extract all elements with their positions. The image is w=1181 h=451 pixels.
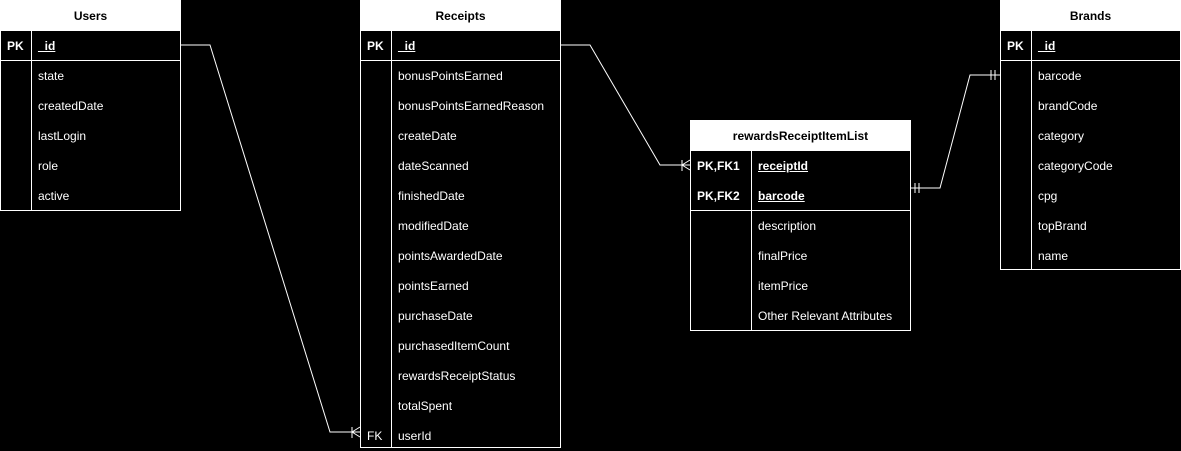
attribute: itemPrice bbox=[758, 279, 809, 293]
attribute: rewardsReceiptStatus bbox=[398, 369, 516, 383]
receipts-title: Receipts bbox=[361, 1, 560, 31]
attribute: userId bbox=[398, 429, 432, 443]
receipts-pk-row: PK _id bbox=[361, 31, 560, 61]
attribute: dateScanned bbox=[398, 159, 469, 173]
attribute: role bbox=[38, 159, 59, 173]
attribute: Other Relevant Attributes bbox=[758, 309, 893, 323]
attribute: category bbox=[1038, 129, 1085, 143]
rewards-title: rewardsReceiptItemList bbox=[691, 121, 910, 151]
users-title: Users bbox=[1, 1, 180, 31]
attribute: barcode bbox=[1038, 69, 1082, 83]
attribute: cpg bbox=[1038, 189, 1058, 203]
attribute: bonusPointsEarned bbox=[398, 69, 503, 83]
fk-label: FK bbox=[367, 429, 383, 443]
brands-pk-row: PK _id bbox=[1001, 31, 1180, 61]
attribute: active bbox=[38, 189, 70, 203]
attribute: finishedDate bbox=[398, 189, 465, 203]
attribute: pointsEarned bbox=[398, 279, 469, 293]
pk-fk2-label: PK,FK2 bbox=[697, 189, 740, 203]
barcode-field: barcode bbox=[758, 189, 805, 203]
receipts-entity[interactable]: Receipts PK _id bonusPointsEarned bonusP… bbox=[360, 0, 561, 448]
attribute: purchaseDate bbox=[398, 309, 473, 323]
attribute: state bbox=[38, 69, 65, 83]
attribute: finalPrice bbox=[758, 249, 808, 263]
users-pk-row: PK _id bbox=[1, 31, 180, 61]
users-receipts-relation bbox=[181, 44, 360, 433]
rewards-key-row-2: PK,FK2 barcode bbox=[691, 181, 910, 211]
brands-id-field: _id bbox=[1038, 39, 1056, 53]
brands-title: Brands bbox=[1001, 1, 1180, 31]
pk-label: PK bbox=[7, 39, 24, 53]
brands-rewards-relation bbox=[910, 74, 1000, 189]
attribute: modifiedDate bbox=[398, 219, 469, 233]
attribute: createDate bbox=[398, 129, 457, 143]
pk-fk1-label: PK,FK1 bbox=[697, 159, 740, 173]
users-entity[interactable]: Users PK _id state createdDate lastLogin… bbox=[0, 0, 181, 211]
brands-entity[interactable]: Brands PK _id barcode brandCode category… bbox=[1000, 0, 1181, 270]
attribute: bonusPointsEarnedReason bbox=[398, 99, 545, 113]
attribute: description bbox=[758, 219, 817, 233]
attribute: topBrand bbox=[1038, 219, 1087, 233]
attribute: brandCode bbox=[1038, 99, 1098, 113]
attribute: createdDate bbox=[38, 99, 104, 113]
receipts-rewards-relation bbox=[560, 44, 690, 166]
attribute: categoryCode bbox=[1038, 159, 1113, 173]
attribute: totalSpent bbox=[398, 399, 453, 413]
attribute: pointsAwardedDate bbox=[398, 249, 503, 263]
rewards-key-row-1: PK,FK1 receiptId bbox=[691, 151, 910, 181]
attribute: purchasedItemCount bbox=[398, 339, 510, 353]
receipt-id-field: receiptId bbox=[758, 159, 809, 173]
attribute: lastLogin bbox=[38, 129, 87, 143]
rewards-receipt-item-list-entity[interactable]: rewardsReceiptItemList PK,FK1 receiptId … bbox=[690, 120, 911, 331]
users-id-field: _id bbox=[38, 39, 56, 53]
attribute: name bbox=[1038, 249, 1069, 263]
pk-label: PK bbox=[1007, 39, 1024, 53]
pk-label: PK bbox=[367, 39, 384, 53]
receipts-id-field: _id bbox=[398, 39, 416, 53]
